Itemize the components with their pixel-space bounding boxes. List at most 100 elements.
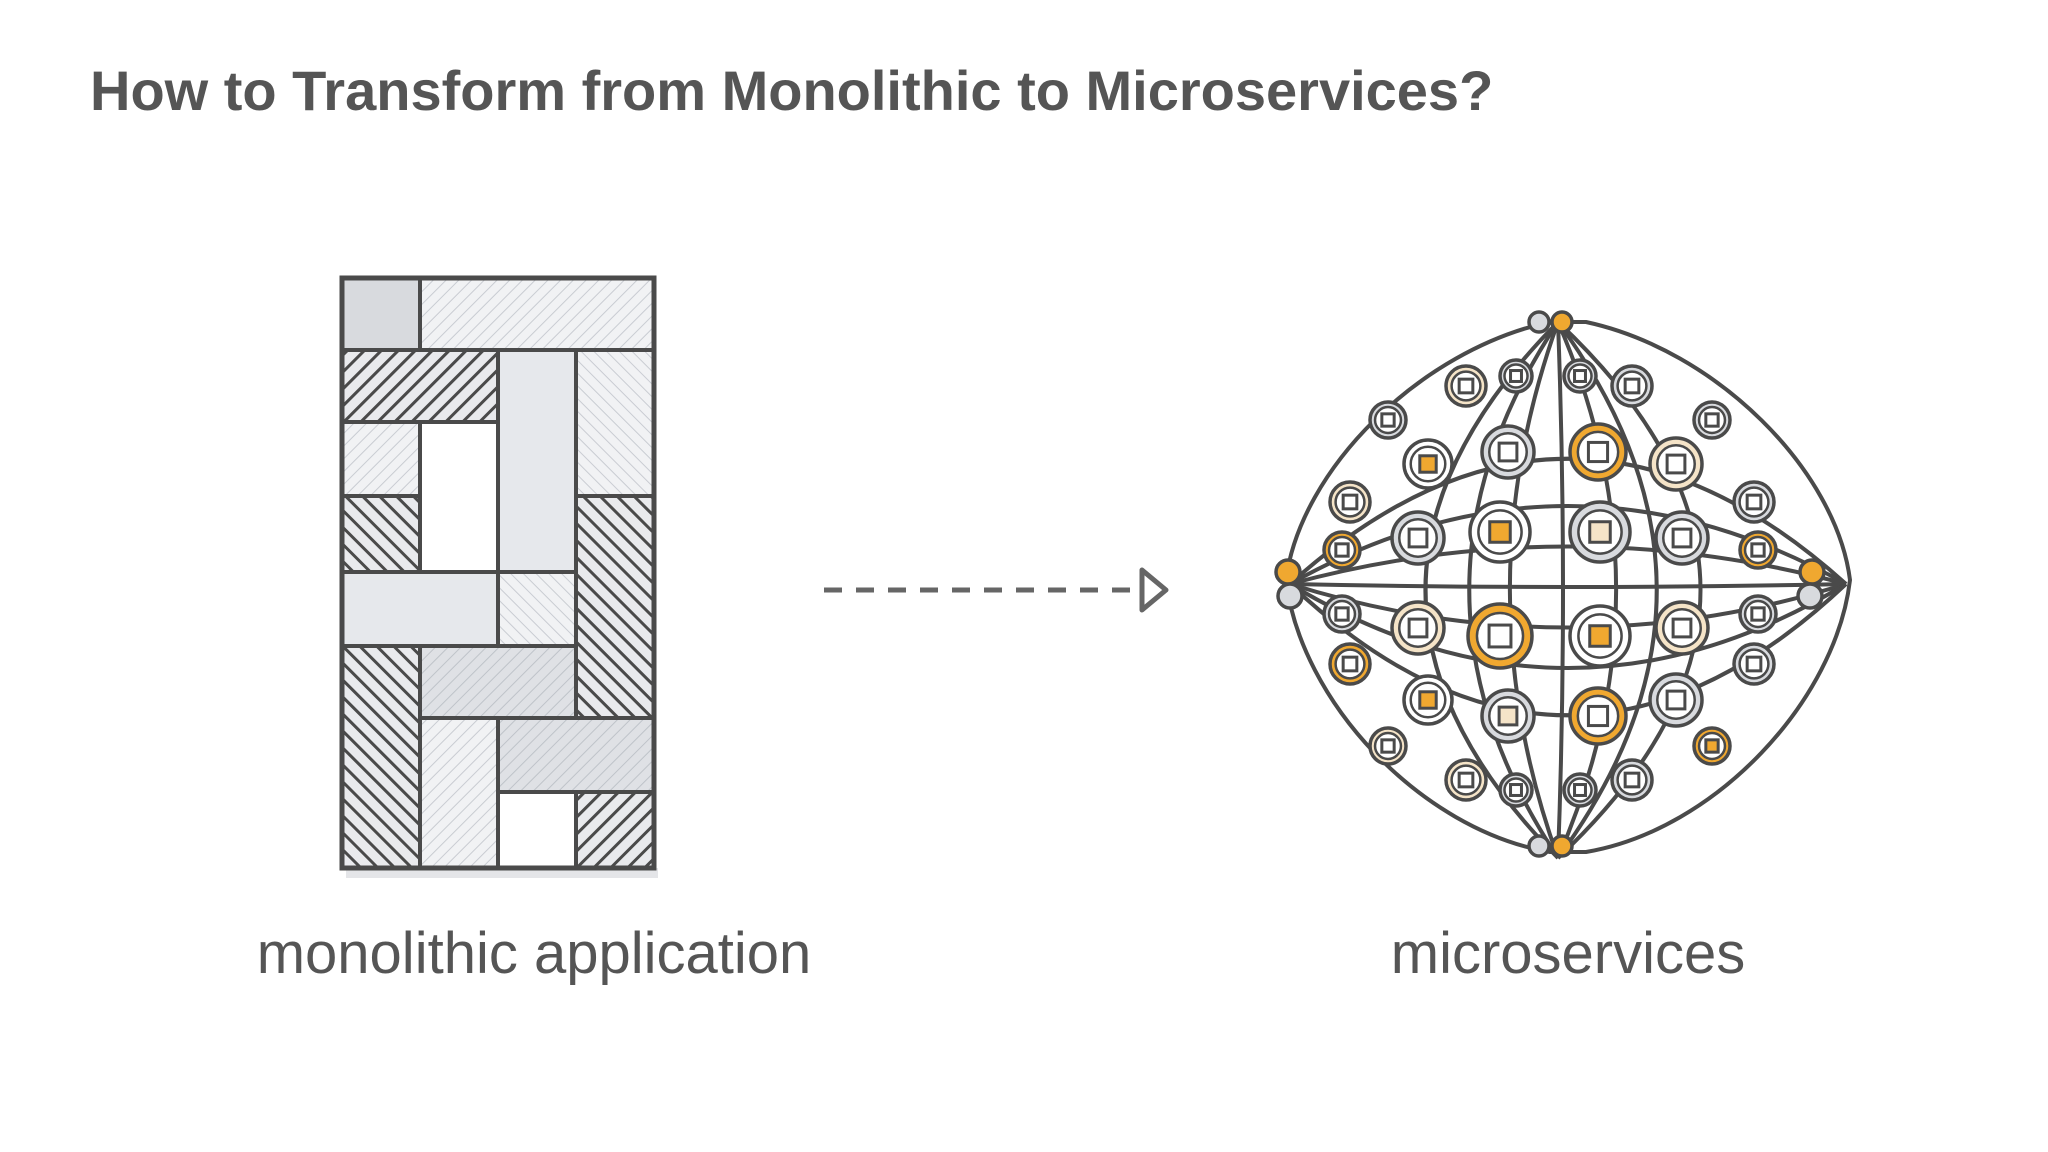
service-node: [1562, 358, 1598, 394]
service-node-square: [1750, 542, 1766, 558]
service-node: [1798, 558, 1826, 586]
service-node-ring: [1798, 558, 1826, 586]
service-node: [1732, 480, 1776, 524]
service-node-square: [1509, 783, 1523, 797]
globe-meridian: [1556, 320, 1659, 860]
monolith-cell: [418, 644, 578, 720]
globe-nodes: [1274, 310, 1826, 858]
service-node: [1368, 400, 1408, 440]
service-node: [1610, 758, 1654, 802]
monolith-cell: [418, 716, 500, 870]
service-node-ring: [1796, 582, 1824, 610]
service-node-square: [1334, 542, 1350, 558]
service-node-square: [1704, 738, 1720, 754]
service-node: [1274, 558, 1302, 586]
service-node-square: [1509, 369, 1523, 383]
service-node: [1648, 436, 1704, 492]
service-node: [1568, 604, 1632, 668]
monolith-cell: [340, 644, 422, 870]
service-node: [1527, 310, 1551, 334]
monolith-cell: [340, 570, 500, 648]
service-node-ring: [1276, 582, 1304, 610]
service-node-ring: [1550, 310, 1574, 334]
service-node-square: [1497, 705, 1519, 727]
microservices-globe: [1274, 310, 1853, 860]
service-node: [1648, 672, 1704, 728]
service-node-square: [1745, 655, 1763, 673]
service-node: [1444, 758, 1488, 802]
service-node-ring: [1527, 834, 1551, 858]
service-node: [1796, 582, 1824, 610]
service-node: [1568, 500, 1632, 564]
service-node-square: [1457, 377, 1475, 395]
service-node: [1444, 364, 1488, 408]
monolith-cell: [418, 420, 500, 574]
service-node-square: [1341, 655, 1359, 673]
service-node-square: [1671, 617, 1693, 639]
service-node: [1732, 642, 1776, 686]
service-node-square: [1418, 454, 1438, 474]
service-node-square: [1573, 369, 1587, 383]
globe-parallel: [1289, 582, 1847, 589]
service-node: [1368, 726, 1408, 766]
service-node: [1550, 310, 1574, 334]
globe-parallel: [1288, 456, 1848, 586]
service-node-square: [1487, 623, 1513, 649]
service-node: [1276, 582, 1304, 610]
monolith-outline: [339, 275, 657, 871]
monolith-cell: [496, 790, 578, 870]
monolith-shadow: [346, 868, 658, 878]
service-node: [1390, 600, 1446, 656]
service-node: [1738, 594, 1778, 634]
service-node-square: [1457, 771, 1475, 789]
monolith-cell: [496, 570, 578, 648]
service-node-square: [1497, 441, 1519, 463]
monolith-cell: [418, 276, 656, 352]
slide-title: How to Transform from Monolithic to Micr…: [90, 59, 1494, 122]
service-node-square: [1750, 606, 1766, 622]
service-node-square: [1671, 527, 1693, 549]
service-node: [1738, 530, 1778, 570]
globe-meridian: [1423, 320, 1560, 860]
service-node: [1498, 358, 1534, 394]
service-node-square: [1488, 520, 1512, 544]
service-node-square: [1588, 624, 1612, 648]
transform-arrow: [824, 567, 1169, 613]
service-node-square: [1586, 440, 1610, 464]
service-node: [1527, 834, 1551, 858]
service-node-square: [1623, 377, 1641, 395]
service-node-square: [1418, 690, 1438, 710]
service-node: [1654, 510, 1710, 566]
service-node-square: [1704, 412, 1720, 428]
service-node-square: [1623, 771, 1641, 789]
monolith-cell: [340, 348, 500, 424]
monolith-caption: monolithic application: [256, 921, 812, 986]
service-node-square: [1588, 520, 1612, 544]
service-node: [1562, 772, 1598, 808]
service-node: [1328, 480, 1372, 524]
monolith-block: [339, 275, 658, 878]
service-node: [1322, 530, 1362, 570]
service-node: [1480, 688, 1536, 744]
service-node: [1568, 422, 1628, 482]
monolith-cell: [496, 716, 656, 794]
service-node: [1692, 400, 1732, 440]
service-node: [1322, 594, 1362, 634]
monolith-cell: [574, 494, 656, 720]
globe-outline: [1283, 320, 1853, 854]
service-node: [1468, 500, 1532, 564]
monolith-cell: [340, 420, 422, 498]
globe-meridian: [1507, 321, 1560, 859]
monolith-cell: [574, 790, 656, 870]
service-node: [1328, 642, 1372, 686]
service-node-square: [1334, 606, 1350, 622]
service-node: [1692, 726, 1732, 766]
monolith-cell: [574, 348, 656, 498]
service-node-ring: [1550, 834, 1574, 858]
service-node-square: [1380, 412, 1396, 428]
service-node-square: [1407, 617, 1429, 639]
service-node-square: [1586, 704, 1610, 728]
service-node-square: [1665, 453, 1687, 475]
service-node-square: [1573, 783, 1587, 797]
